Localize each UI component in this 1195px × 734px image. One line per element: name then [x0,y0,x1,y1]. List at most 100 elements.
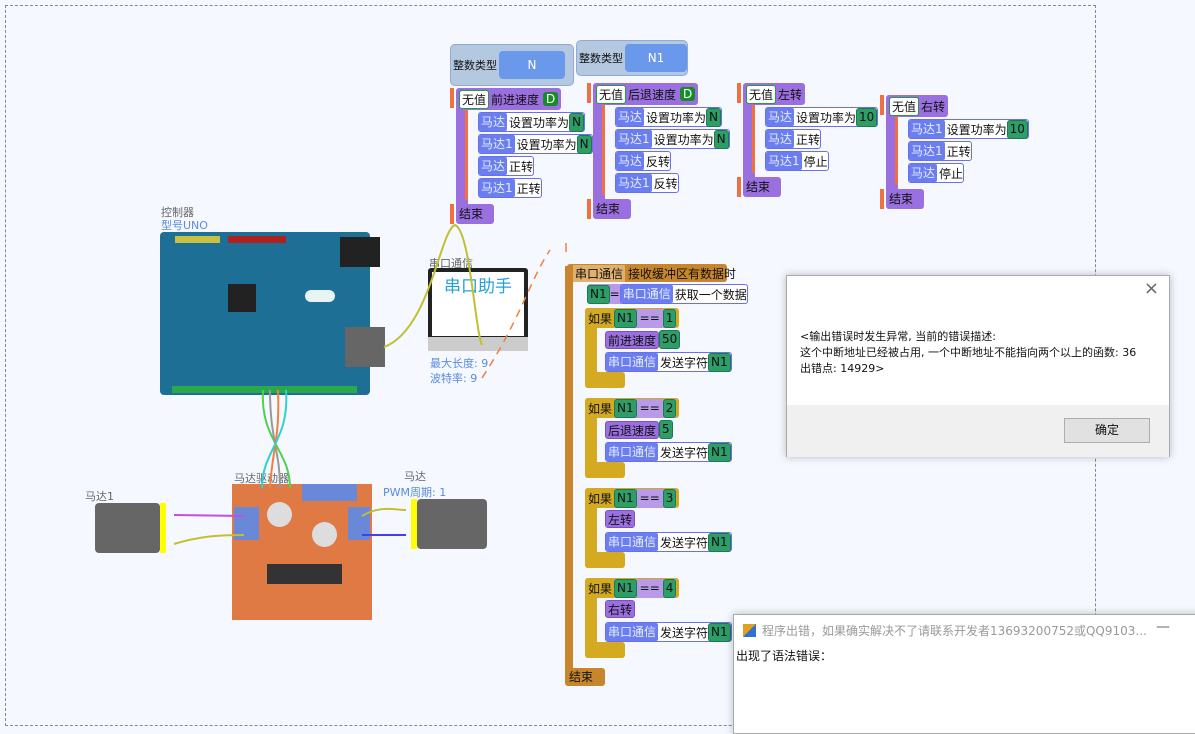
object-name[interactable]: 马达 [766,108,795,126]
condition-var[interactable]: N1 [614,308,637,328]
return-type[interactable]: 无值 [746,84,777,104]
statement[interactable]: 马达停止 [908,163,965,183]
condition-var[interactable]: N1 [614,398,637,418]
argument[interactable]: 10 [856,107,878,127]
condition[interactable]: N1==2 [614,398,677,418]
object-name[interactable]: 马达1 [766,152,802,170]
arduino-uno-board[interactable] [160,232,385,395]
argument[interactable]: N [569,112,585,132]
condition-value[interactable]: 2 [662,398,677,418]
condition-var[interactable]: N1 [614,578,637,598]
statement[interactable]: 马达反转 [615,151,672,171]
statement[interactable]: 马达正转 [765,129,822,149]
get-data[interactable]: 串口通信获取一个数据 [619,284,748,304]
call-statement[interactable]: 左转 [605,510,636,528]
object-name[interactable]: 马达 [616,108,645,126]
object-name[interactable]: 串口通信 [606,533,659,551]
send-arg[interactable]: N1 [708,352,731,372]
call-name[interactable]: 后退速度 [605,420,660,439]
condition[interactable]: N1==1 [614,308,677,328]
call-name[interactable]: 前进速度 [605,330,660,349]
motor[interactable] [417,499,487,549]
object-name[interactable]: 串口通信 [606,623,659,641]
object-name[interactable]: 马达 [766,130,795,148]
assign-statement[interactable]: N1=串口通信获取一个数据 [587,284,748,304]
object-name[interactable]: 马达1 [616,174,652,192]
variable-block-n[interactable]: 整数类型 N [450,44,574,86]
param-badge[interactable]: D [680,87,696,101]
object-name[interactable]: 串口通信 [606,353,659,371]
object-name[interactable]: 马达1 [479,179,515,197]
variable-block-n1[interactable]: 整数类型 N1 [576,40,688,76]
statement[interactable]: 马达正转 [478,156,535,176]
return-type[interactable]: 无值 [889,96,920,116]
minimize-button[interactable]: — [1156,619,1170,635]
variable-name[interactable]: N1 [625,44,687,72]
assign-var[interactable]: N1 [587,284,610,304]
event-header[interactable]: 串口通信接收缓冲区有数据时 [567,264,736,282]
serial-object[interactable]: 串口通信 [573,264,626,282]
object-name[interactable]: 马达1 [616,130,652,148]
condition-value[interactable]: 4 [662,578,677,598]
argument[interactable]: N [706,107,722,127]
return-type[interactable]: 无值 [596,84,627,104]
object-name[interactable]: 马达 [479,157,508,175]
ok-button[interactable]: 确定 [1064,418,1150,443]
function-header[interactable]: 无值左转 [743,83,806,105]
call-arg[interactable]: 5 [659,420,673,439]
send-arg[interactable]: N1 [708,532,731,552]
object-name[interactable]: 串口通信 [620,285,673,303]
motor1[interactable] [95,503,160,553]
send-arg[interactable]: N1 [708,442,731,462]
condition[interactable]: N1==4 [614,578,677,598]
argument[interactable]: 10 [1006,119,1028,139]
return-type[interactable]: 无值 [459,89,490,109]
send-arg[interactable]: N1 [708,622,731,642]
param-badge[interactable]: D [543,92,559,106]
close-icon[interactable]: × [1143,278,1159,299]
argument[interactable]: N [576,134,592,154]
call-name[interactable]: 右转 [605,600,636,618]
condition[interactable]: N1==3 [614,488,677,508]
object-name[interactable]: 马达 [909,164,938,182]
call-name[interactable]: 左转 [605,510,636,528]
variable-name[interactable]: N [499,51,565,79]
call-arg[interactable]: 50 [659,330,681,349]
object-name[interactable]: 马达 [616,152,645,170]
function-header[interactable]: 无值右转 [886,95,949,117]
condition-var[interactable]: N1 [614,488,637,508]
condition-value[interactable]: 3 [662,488,677,508]
object-name[interactable]: 串口通信 [606,443,659,461]
call-statement[interactable]: 右转 [605,600,636,618]
object-name[interactable]: 马达1 [909,142,945,160]
